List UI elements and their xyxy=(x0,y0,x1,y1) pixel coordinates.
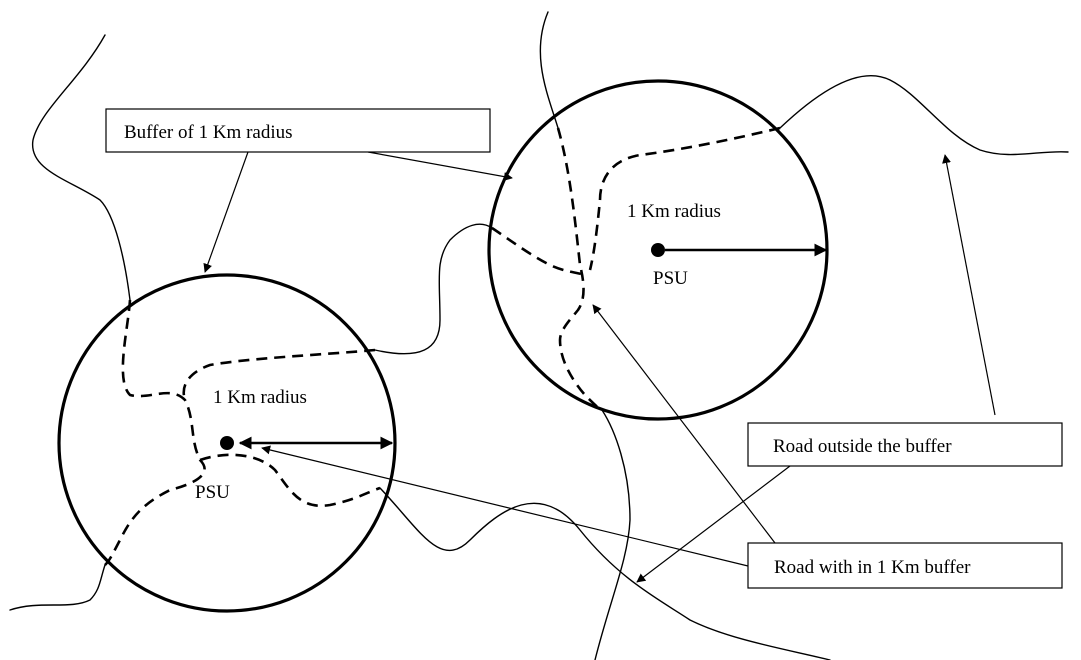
callout-buffer: Buffer of 1 Km radius xyxy=(105,108,491,153)
psu-label-right: PSU xyxy=(653,268,688,289)
buffer-circle-left xyxy=(57,273,397,613)
callout-road-outside-box xyxy=(747,422,1063,467)
pointer-road-outside-bottom xyxy=(636,465,791,583)
road-in-left-2 xyxy=(182,348,376,401)
callout-road-outside-text: Road outside the buffer xyxy=(773,436,952,457)
road-right-wavy xyxy=(779,75,1069,156)
road-middle-connector xyxy=(374,223,493,355)
callout-road-within: Road with in 1 Km buffer xyxy=(747,542,1063,589)
pointer-buffer-right xyxy=(367,151,513,181)
roads-outside xyxy=(9,11,1069,660)
road-left-lower xyxy=(9,564,106,611)
pointer-road-outside-top xyxy=(942,154,996,416)
psu-point-right xyxy=(651,243,665,257)
road-right-top xyxy=(539,11,559,129)
road-right-bottom xyxy=(594,409,631,660)
road-bottom-long xyxy=(379,487,831,660)
radius-label-right: 1 Km radius xyxy=(627,201,721,222)
callout-road-within-box xyxy=(747,542,1063,589)
radius-label-left: 1 Km radius xyxy=(213,387,307,408)
road-in-left-1 xyxy=(104,299,206,566)
pointer-road-within-left xyxy=(261,445,749,567)
callout-buffer-box xyxy=(105,108,491,153)
roads-within xyxy=(104,126,781,566)
callout-buffer-text: Buffer of 1 Km radius xyxy=(124,122,293,143)
psu-label-left: PSU xyxy=(195,482,230,503)
road-in-right-3 xyxy=(491,226,586,277)
psu-point-left xyxy=(220,436,234,450)
pointer-road-within-right xyxy=(592,304,776,544)
pointer-lines xyxy=(203,151,996,583)
pointer-buffer-left xyxy=(203,151,249,273)
road-left-upper xyxy=(32,34,131,301)
callout-road-outside: Road outside the buffer xyxy=(747,422,1063,467)
road-in-right-2 xyxy=(588,126,781,271)
road-in-right-1 xyxy=(556,127,603,412)
callout-road-within-text: Road with in 1 Km buffer xyxy=(774,557,971,578)
road-in-left-3 xyxy=(199,453,381,508)
